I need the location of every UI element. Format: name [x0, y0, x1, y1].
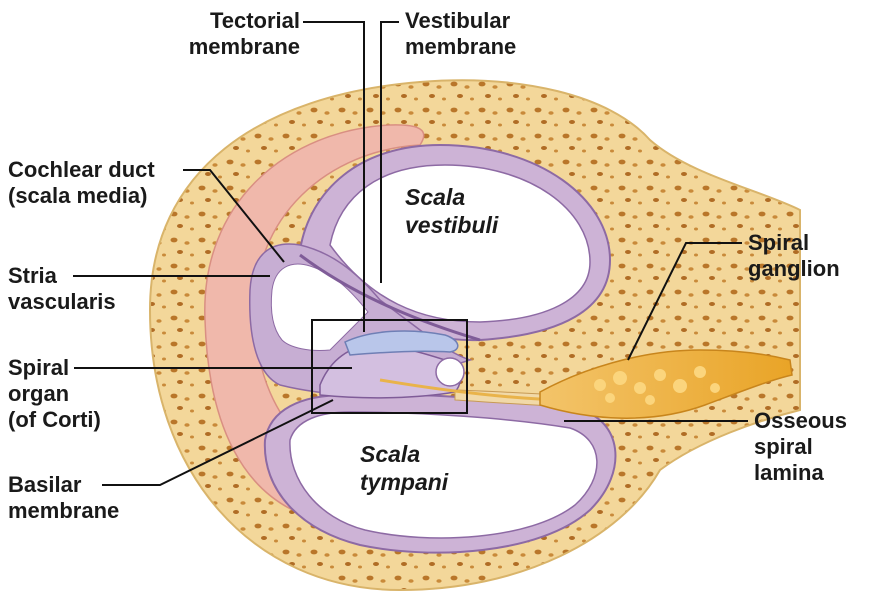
label-osseous-line3: lamina — [754, 460, 847, 486]
label-osseous-spiral-lamina: Osseous spiral lamina — [754, 408, 847, 486]
label-tectorial-line2: membrane — [180, 34, 300, 60]
label-spiral-ganglion-line2: ganglion — [748, 256, 840, 282]
label-spiral-organ-line2: organ — [8, 381, 101, 407]
label-scala-tympani-line2: tympani — [360, 468, 448, 496]
label-scala-vestibuli-line2: vestibuli — [405, 211, 498, 239]
label-spiral-organ-line3: (of Corti) — [8, 407, 101, 433]
label-spiral-ganglion-line1: Spiral — [748, 230, 840, 256]
label-vestibular-line2: membrane — [405, 34, 516, 60]
label-osseous-line1: Osseous — [754, 408, 847, 434]
label-cochlear-duct-line2: (scala media) — [8, 183, 155, 209]
label-tectorial-membrane: Tectorial membrane — [180, 8, 300, 60]
label-tectorial-line1: Tectorial — [180, 8, 300, 34]
label-stria-line1: Stria — [8, 263, 116, 289]
label-stria-line2: vascularis — [8, 289, 116, 315]
spiral-limbus-cell — [436, 358, 464, 386]
label-basilar-line2: membrane — [8, 498, 119, 524]
label-osseous-line2: spiral — [754, 434, 847, 460]
label-vestibular-line1: Vestibular — [405, 8, 516, 34]
label-scala-tympani: Scala tympani — [360, 440, 448, 496]
label-spiral-organ-line1: Spiral — [8, 355, 101, 381]
label-stria-vascularis: Stria vascularis — [8, 263, 116, 315]
label-scala-vestibuli: Scala vestibuli — [405, 183, 498, 239]
label-spiral-organ: Spiral organ (of Corti) — [8, 355, 101, 433]
label-vestibular-membrane: Vestibular membrane — [405, 8, 516, 60]
label-cochlear-duct: Cochlear duct (scala media) — [8, 157, 155, 209]
label-scala-tympani-line1: Scala — [360, 440, 448, 468]
label-scala-vestibuli-line1: Scala — [405, 183, 498, 211]
label-cochlear-duct-line1: Cochlear duct — [8, 157, 155, 183]
label-spiral-ganglion: Spiral ganglion — [748, 230, 840, 282]
label-basilar-membrane: Basilar membrane — [8, 472, 119, 524]
label-basilar-line1: Basilar — [8, 472, 119, 498]
